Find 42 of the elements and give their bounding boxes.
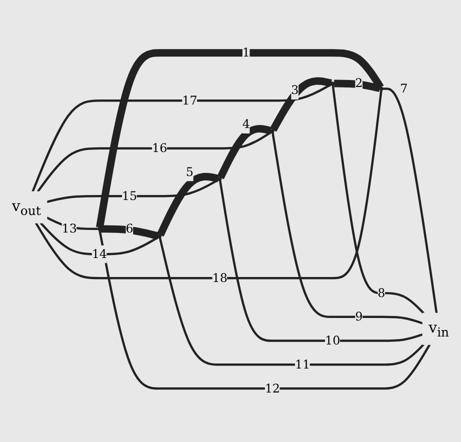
connector xyxy=(36,131,272,193)
connector xyxy=(158,238,424,366)
edge-label: 2 xyxy=(355,76,363,90)
edge-label: 17 xyxy=(182,93,198,108)
node-circle xyxy=(158,234,162,239)
connector xyxy=(32,84,332,192)
edge-label: 8 xyxy=(378,286,386,300)
node-circle xyxy=(218,177,222,182)
node-circle xyxy=(330,82,334,86)
connector xyxy=(98,230,431,390)
edge-label: 14 xyxy=(92,247,108,262)
edge-label: 3 xyxy=(291,83,299,98)
connector xyxy=(270,78,332,132)
connector xyxy=(46,179,220,204)
edge-label: 13 xyxy=(62,222,77,236)
edge-label: 11 xyxy=(294,357,310,372)
node-circle xyxy=(98,227,102,232)
connector xyxy=(217,125,272,180)
connector xyxy=(334,80,381,92)
node-circle xyxy=(270,130,274,134)
edge-label: 6 xyxy=(126,222,134,236)
edge-label: 15 xyxy=(122,188,138,204)
connector xyxy=(46,216,98,230)
connector xyxy=(218,180,424,342)
connector xyxy=(100,225,160,240)
edge-label: 5 xyxy=(186,165,194,180)
edge-label: 16 xyxy=(152,141,168,156)
connector xyxy=(156,173,220,237)
edge-label: 10 xyxy=(325,334,340,348)
connector xyxy=(332,85,424,314)
edge-label: 1 xyxy=(242,46,250,60)
connector xyxy=(382,88,438,314)
node-circle xyxy=(380,87,384,91)
connector xyxy=(96,49,384,228)
edge-label: 12 xyxy=(264,381,280,396)
edge-label: 4 xyxy=(242,117,250,132)
edge-label: 18 xyxy=(212,270,228,286)
edge-label: 9 xyxy=(355,310,363,324)
connector xyxy=(34,90,382,280)
connector xyxy=(272,132,424,325)
connector xyxy=(40,222,159,256)
edge-label: 7 xyxy=(400,82,408,96)
